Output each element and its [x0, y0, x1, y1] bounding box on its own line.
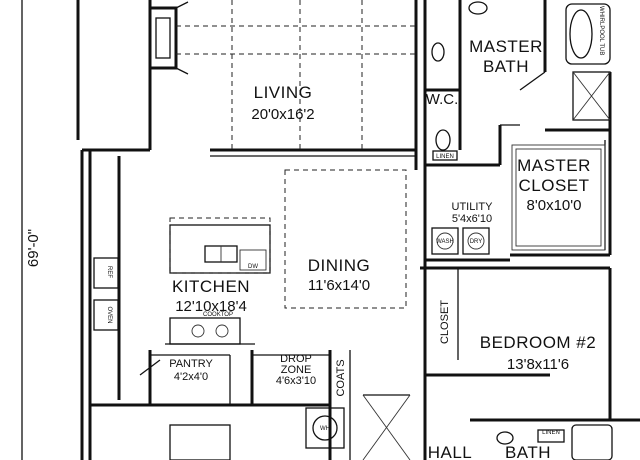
- coats-label: COATS: [335, 359, 347, 396]
- living-label: LIVING: [254, 83, 313, 102]
- master-bath-sinks: [431, 1, 488, 62]
- kitchen-island: [169, 217, 271, 274]
- bath-label: BATH: [505, 443, 551, 460]
- drop-zone-dims: 4'6x3'10: [276, 375, 316, 387]
- bedroom2-dims: 13'8x11'6: [507, 356, 569, 373]
- overall-dimension: 69'-0": [21, 0, 42, 460]
- drop-zone-label-1: DROP: [280, 353, 312, 365]
- oven-label: OVEN: [106, 306, 112, 323]
- master-closet-dims: 8'0x10'0: [527, 197, 582, 214]
- master-bath-label-1: MASTER: [469, 37, 543, 56]
- drop-zone-label-2: ZONE: [281, 364, 312, 376]
- laundry: [431, 227, 490, 255]
- hall-label: HALL: [428, 443, 473, 460]
- living-dims: 20'0x16'2: [251, 106, 314, 123]
- bedroom2-label: BEDROOM #2: [480, 333, 596, 352]
- whirlpool-tub: WHIRLPOOL TUB: [565, 3, 611, 65]
- closet-shelving: [511, 144, 606, 251]
- wc-label: W.C.: [426, 91, 459, 108]
- dining-dims: 11'6x14'0: [308, 277, 370, 294]
- dishwasher-label: DW: [248, 264, 258, 270]
- kitchen-dims: 12'10x18'4: [175, 298, 247, 315]
- overall-depth-label: 69'-0": [25, 229, 42, 267]
- water-heater-label: WH: [320, 426, 330, 432]
- ceiling-beams: [176, 0, 416, 150]
- dryer-label: DRY: [470, 239, 483, 245]
- fireplace: [148, 1, 189, 75]
- master-closet-label-1: MASTER: [517, 156, 591, 175]
- svg-text:WHIRLPOOL TUB: WHIRLPOOL TUB: [598, 6, 604, 55]
- shower: [572, 71, 611, 121]
- wc-fixtures: [432, 129, 458, 161]
- lower-walls: [90, 394, 640, 460]
- wc-linen-label: LINEN: [436, 154, 454, 160]
- utility-dims: 5'4x6'10: [452, 213, 492, 225]
- pantry-dims: 4'2x4'0: [174, 371, 208, 383]
- dining-label: DINING: [308, 256, 371, 275]
- utility-label: UTILITY: [452, 201, 494, 213]
- dining-area-outline: [284, 169, 407, 309]
- kitchen-appliances: [93, 257, 255, 345]
- closet-label: CLOSET: [439, 300, 451, 344]
- master-closet-label-2: CLOSET: [518, 176, 589, 195]
- refrigerator-label: REF: [106, 266, 112, 278]
- cooktop-label: COOKTOP: [203, 312, 233, 318]
- pantry-label: PANTRY: [169, 358, 213, 370]
- washer-label: WASH: [436, 239, 454, 245]
- bath-linen-label: LINEN: [542, 430, 560, 436]
- master-bath-label-2: BATH: [483, 57, 529, 76]
- kitchen-label: KITCHEN: [172, 277, 250, 296]
